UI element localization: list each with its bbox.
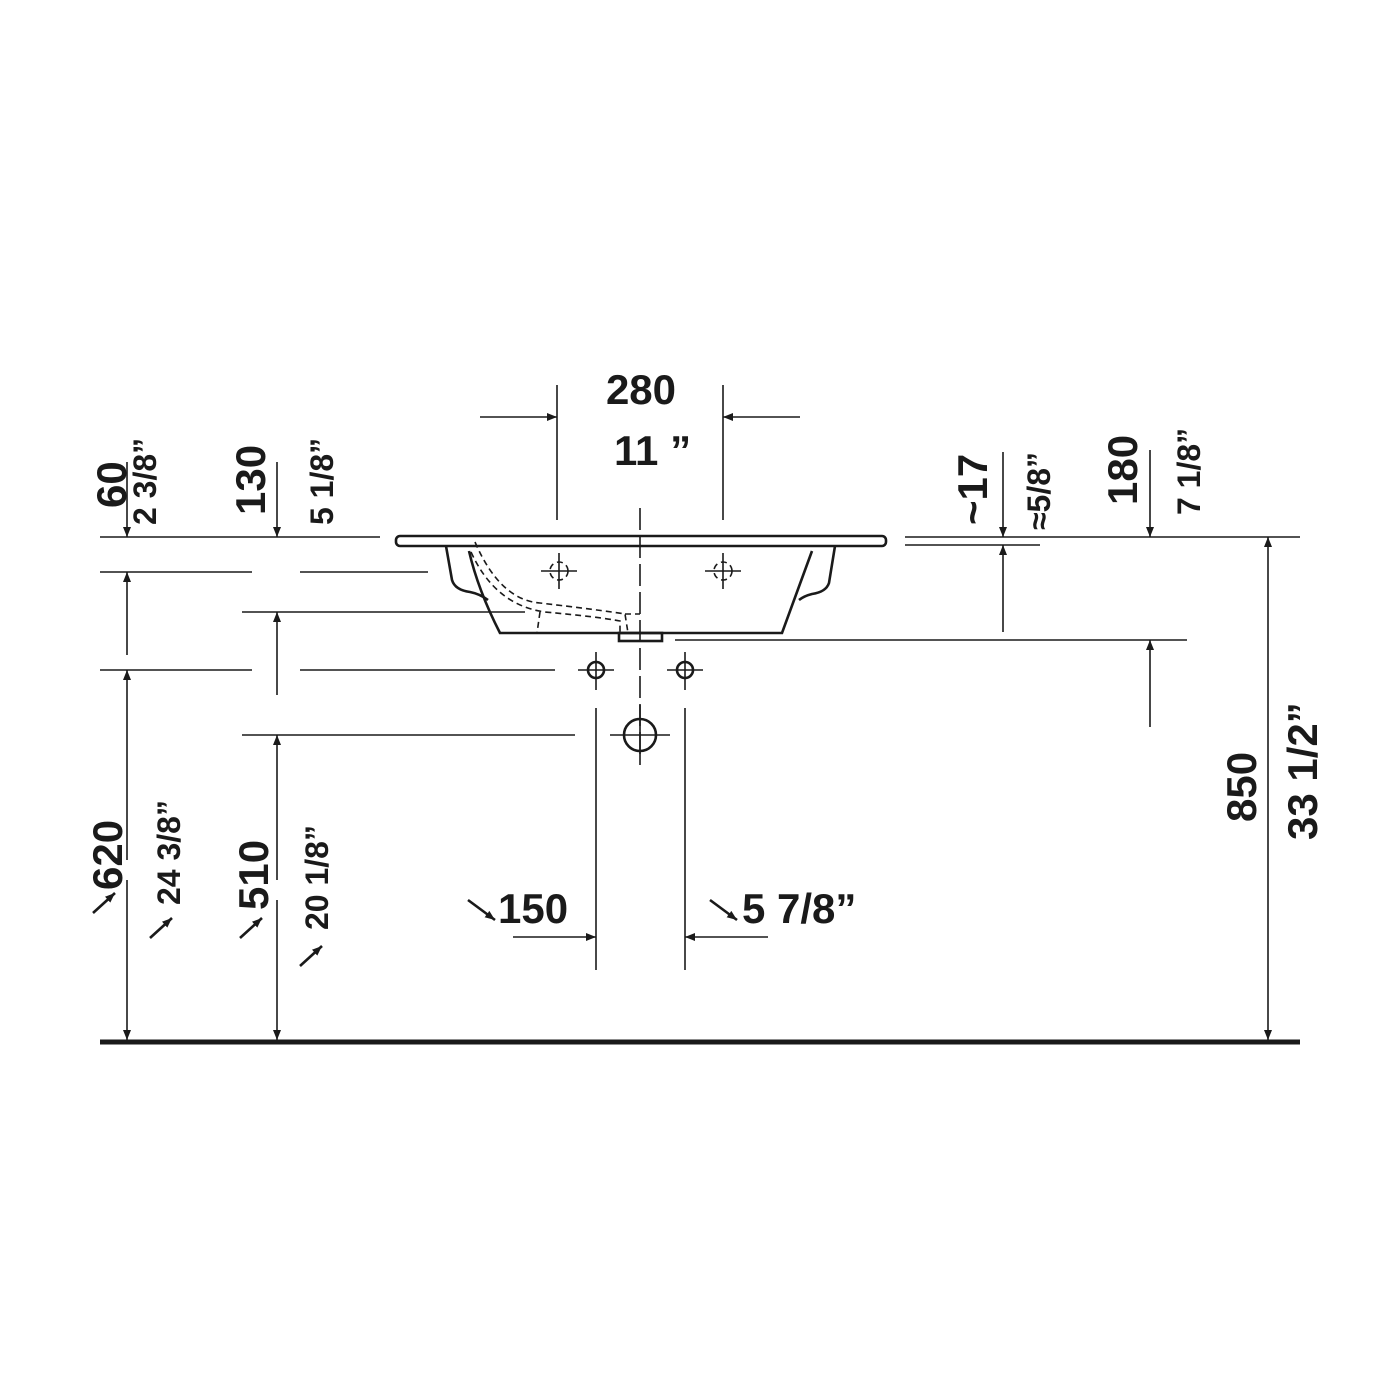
dim-150-label: 150 [498,885,568,932]
reference-lines [100,536,1300,736]
dimension-arrows [92,385,1272,1040]
dim-60-label: 60 [88,461,135,508]
dim-20-1-8-label: 20 1/8” [299,825,335,930]
dim-850-label: 850 [1218,752,1265,822]
dim-2-3-8-label: 2 3/8” [127,438,163,525]
dim-5-1-8-label: 5 1/8” [304,438,340,525]
supply-connections [578,652,703,970]
dim-180-label: 180 [1099,435,1146,505]
dim-510-label: 510 [230,840,277,910]
dim-11in-label: 11 ” [614,427,691,474]
dim-620-label: 620 [84,820,131,890]
dim-7-1-8-label: 7 1/8” [1171,428,1207,515]
dim-17-label: ~17 [949,454,996,525]
dim-33-1-2-label: 33 1/2” [1279,702,1326,840]
dim-5-8-label: ≈5/8” [1021,452,1057,530]
washbasin-profile [394,508,888,760]
dim-130-label: 130 [227,445,274,515]
dim-5-7-8-label: 5 7/8” [742,885,856,932]
dim-280-label: 280 [606,366,676,413]
dim-24-3-8-label: 24 3/8” [151,800,187,905]
tap-hole-markers [541,553,741,589]
